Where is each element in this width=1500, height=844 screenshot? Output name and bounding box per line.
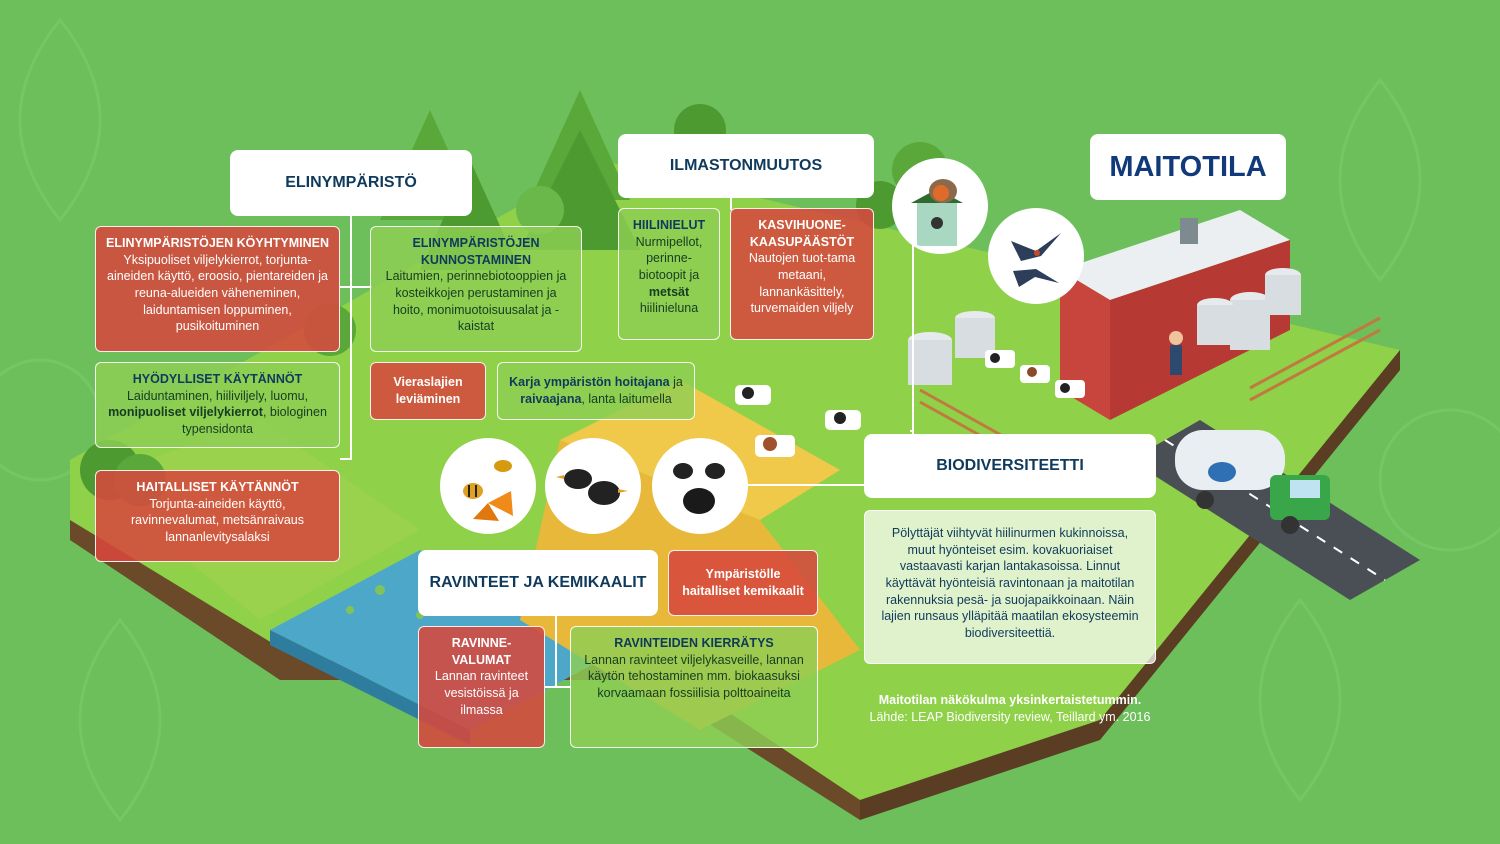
beetles-circle (652, 438, 748, 534)
blackbirds-circle (545, 438, 641, 534)
box-hiilinielut: HIILINIELUT Nurmipellot, perinne-biotoop… (618, 208, 720, 340)
box-vieraslajien: Vieraslajien leviäminen (370, 362, 486, 420)
header-biodiversiteetti-label: BIODIVERSITEETTI (936, 457, 1084, 474)
connector-elinymparisto-vertical (350, 215, 352, 460)
connector-elinymparisto-horizontal (340, 286, 372, 288)
bee-butterfly-icon (463, 460, 513, 521)
swallow-icon (1011, 233, 1061, 287)
box-karja-text: Karja ympäristön hoitajana ja raivaajana… (506, 374, 686, 407)
header-biodiversiteetti: BIODIVERSITEETTI (864, 434, 1156, 498)
box-kierratys-heading: RAVINTEIDEN KIERRÄTYS (614, 636, 774, 650)
connector-ilmasto-vertical (730, 198, 732, 210)
swallows-circle (988, 208, 1084, 304)
box-hyodylliset-body-start: Laiduntaminen, hiiliviljely, luomu, (126, 388, 309, 403)
connector-biodiv (748, 484, 864, 486)
box-kemikaalit: Ympäristölle haitalliset kemikaalit (668, 550, 818, 616)
source-line1: Maitotilan näkökulma yksinkertaistetummi… (878, 693, 1142, 707)
page-title-box: MAITOTILA (1090, 134, 1286, 200)
header-ilmastonmuutos-label: ILMASTONMUUTOS (669, 157, 823, 174)
box-karja-part3: raivaajana (520, 392, 582, 406)
box-kemikaalit-text: Ympäristölle haitalliset kemikaalit (682, 567, 804, 598)
box-karja-part1: Karja ympäristön hoitajana (509, 375, 670, 390)
box-karja: Karja ympäristön hoitajana ja raivaajana… (497, 362, 695, 420)
robin-birdhouse-icon (911, 179, 963, 246)
box-haitalliset-body: Torjunta-aineiden käyttö, ravinnevalumat… (131, 496, 304, 544)
box-hiilinielut-body: Nurmipellot, perinne-biotoopit ja metsät… (636, 235, 703, 316)
box-koyhtyminen-heading: ELINYMPÄRISTÖJEN KÖYHTYMINEN (106, 236, 329, 250)
box-kasvihuone-body: Nautojen tuot-tama metaani, lannankäsitt… (748, 251, 856, 316)
connector-bird-left (910, 430, 912, 432)
box-hiilinielut-heading: HIILINIELUT (632, 218, 706, 232)
box-kasvihuone: KASVIHUONE-KAASUPÄÄSTÖT Nautojen tuot-ta… (730, 208, 874, 340)
box-hiilinielut-body-bold: metsät (648, 284, 690, 299)
box-ravinnevalumat: RAVINNE-VALUMAT Lannan ravinteet vesistö… (418, 626, 545, 748)
biodiversity-text: Pölyttäjät viihtyvät hiilinurmen kukinno… (881, 526, 1139, 640)
connector-hyodylliset (340, 458, 352, 460)
connector-bird-line (912, 244, 914, 434)
box-kierratys: RAVINTEIDEN KIERRÄTYS Lannan ravinteet v… (570, 626, 818, 748)
header-ravinteet: RAVINTEET JA KEMIKAALIT (418, 550, 658, 616)
box-vieraslajien-text: Vieraslajien leviäminen (393, 375, 463, 406)
header-elinymparisto: ELINYMPÄRISTÖ (230, 150, 472, 216)
beetle-icon (673, 463, 725, 514)
box-hyodylliset-heading: HYÖDYLLISET KÄYTÄNNÖT (132, 372, 303, 386)
box-haitalliset-heading: HAITALLISET KÄYTÄNNÖT (136, 480, 299, 494)
box-hiilinielut-body-end: hiilinieluna (639, 301, 699, 316)
box-karja-part2: ja (669, 375, 683, 390)
box-kunnostaminen: ELINYMPÄRISTÖJEN KUNNOSTAMINEN Laitumien… (370, 226, 582, 352)
header-elinymparisto-label: ELINYMPÄRISTÖ (285, 174, 417, 191)
box-kunnostaminen-heading: ELINYMPÄRISTÖJEN KUNNOSTAMINEN (412, 236, 540, 267)
source-line2: Lähde: LEAP Biodiversity review, Teillar… (869, 709, 1151, 724)
box-hyodylliset-body-end: , biologinen typensidonta (182, 405, 327, 436)
header-ravinteet-label: RAVINTEET JA KEMIKAALIT (429, 574, 647, 591)
box-hyodylliset-body: Laiduntaminen, hiiliviljely, luomu, moni… (108, 389, 327, 436)
box-hyodylliset-body-bold: monipuoliset viljelykierrot (108, 405, 263, 420)
connector-ravinteet-vertical (555, 616, 557, 686)
blackbird-icon (556, 469, 628, 505)
source-note: Maitotilan näkökulma yksinkertaistetummi… (850, 692, 1170, 726)
header-ilmastonmuutos: ILMASTONMUUTOS (618, 134, 874, 198)
box-hyodylliset: HYÖDYLLISET KÄYTÄNNÖT Laiduntaminen, hii… (95, 362, 340, 448)
box-haitalliset: HAITALLISET KÄYTÄNNÖT Torjunta-aineiden … (95, 470, 340, 562)
box-karja-part4: , lanta laitumella (581, 392, 672, 406)
box-ravinnevalumat-body: Lannan ravinteet vesistöissä ja ilmassa (434, 669, 529, 717)
box-biodiversity-text: Pölyttäjät viihtyvät hiilinurmen kukinno… (864, 510, 1156, 664)
box-koyhtyminen: ELINYMPÄRISTÖJEN KÖYHTYMINEN Yksipuolise… (95, 226, 340, 352)
robin-circle (892, 158, 988, 254)
box-kunnostaminen-body: Laitumien, perinnebiotooppien ja kosteik… (385, 269, 567, 334)
page-title: MAITOTILA (1109, 150, 1267, 183)
box-koyhtyminen-body: Yksipuoliset viljelykierrot, torjunta-ai… (107, 252, 328, 334)
pollinators-circle (440, 438, 536, 534)
box-kasvihuone-heading: KASVIHUONE-KAASUPÄÄSTÖT (749, 218, 855, 249)
box-kierratys-body: Lannan ravinteet viljelykasveille, lanna… (584, 652, 804, 700)
connector-ravinteet-horizontal (545, 686, 570, 688)
box-hiilinielut-body-start: Nurmipellot, perinne-biotoopit ja (635, 234, 703, 282)
box-ravinnevalumat-heading: RAVINNE-VALUMAT (451, 636, 512, 667)
